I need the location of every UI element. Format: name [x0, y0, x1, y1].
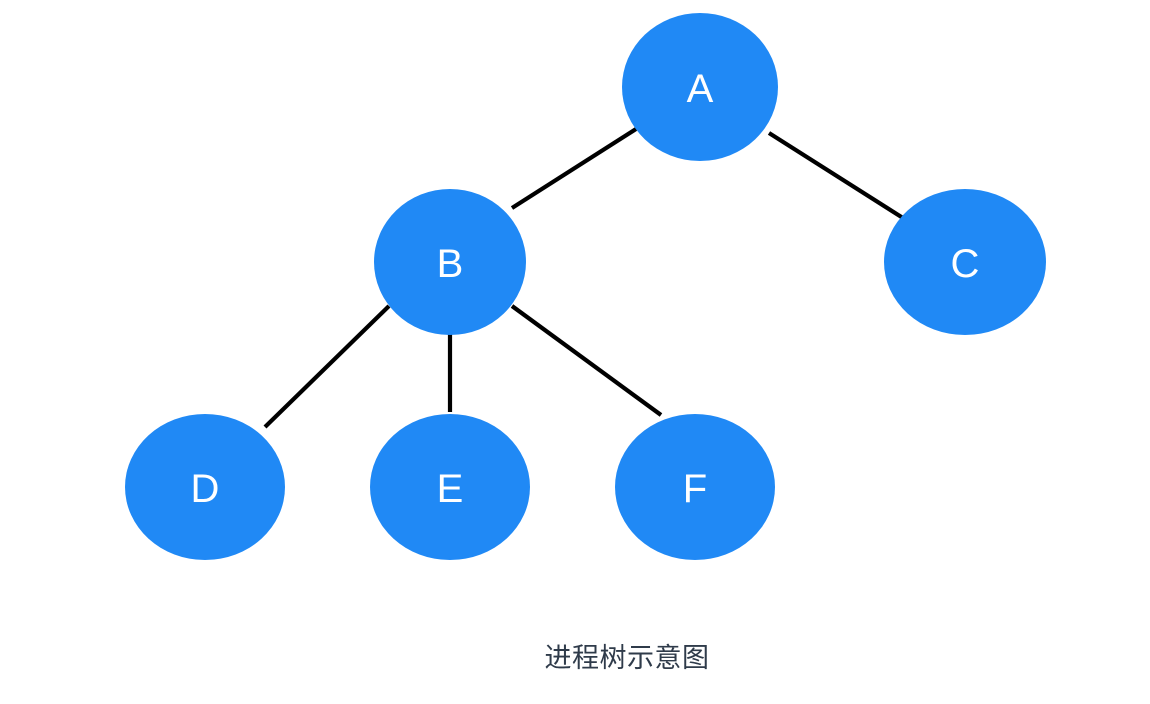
node-circle-d[interactable]	[125, 414, 285, 560]
node-label-f: F	[683, 467, 707, 511]
node-layer: A B C D E F	[125, 13, 1046, 560]
tree-node-e[interactable]: E	[370, 414, 530, 560]
edge-a-b	[510, 127, 638, 210]
tree-node-d[interactable]: D	[125, 414, 285, 560]
node-label-a: A	[687, 67, 714, 111]
tree-node-f[interactable]: F	[615, 414, 775, 560]
tree-node-b[interactable]: B	[374, 189, 526, 335]
node-circle-b[interactable]	[374, 189, 526, 335]
edge-b-d	[263, 304, 391, 429]
node-label-d: D	[191, 467, 220, 511]
tree-node-c[interactable]: C	[884, 189, 1046, 335]
edge-layer	[263, 127, 905, 429]
node-label-e: E	[437, 467, 464, 511]
edge-a-c	[767, 131, 905, 220]
diagram-caption: 进程树示意图	[545, 643, 710, 673]
node-circle-e[interactable]	[370, 414, 530, 560]
node-circle-f[interactable]	[615, 414, 775, 560]
node-label-b: B	[437, 242, 464, 286]
node-circle-c[interactable]	[884, 189, 1046, 335]
edge-b-f	[510, 304, 663, 417]
node-label-c: C	[951, 242, 980, 286]
node-circle-a[interactable]	[622, 13, 778, 161]
tree-node-a[interactable]: A	[622, 13, 778, 161]
